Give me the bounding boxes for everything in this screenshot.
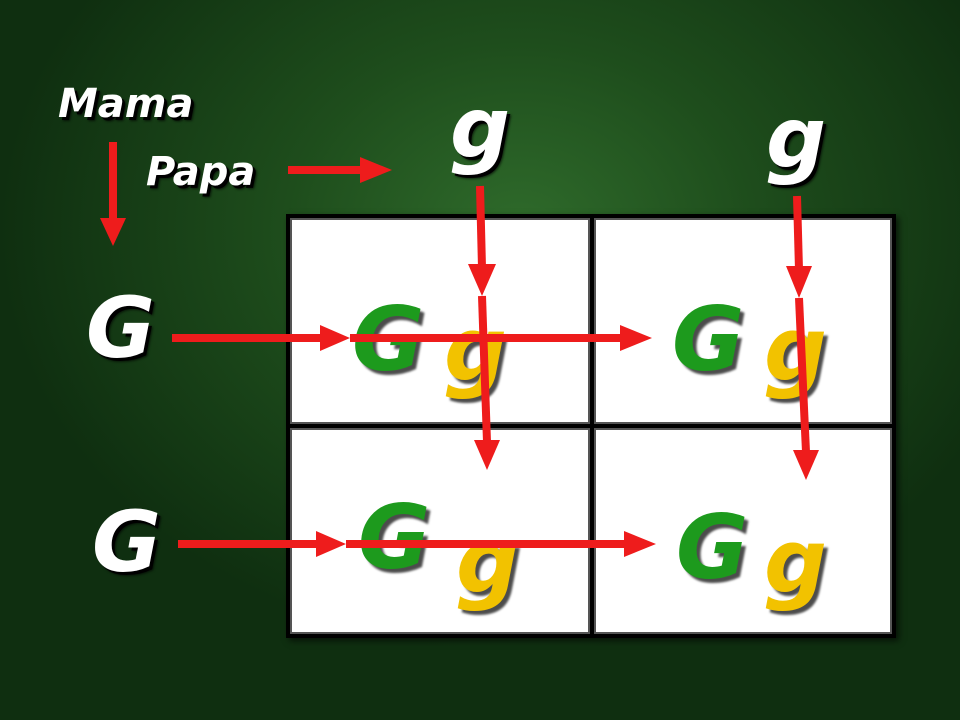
father-allele-1: g xyxy=(450,79,511,177)
father-allele-2: g xyxy=(766,89,827,187)
punnett-cell-top-right xyxy=(594,218,892,424)
father-right-arrow xyxy=(288,157,392,183)
genotype-recessive-bottom-left: g xyxy=(456,510,519,613)
punnett-cell-top-left xyxy=(290,218,590,424)
genotype-recessive-top-right: g xyxy=(764,298,827,401)
father-label: Papa xyxy=(146,149,256,195)
mother-allele-2: G xyxy=(92,493,161,591)
mother-allele-1: G xyxy=(86,279,155,377)
genotype-dominant-bottom-left: G xyxy=(358,486,431,589)
genotype-dominant-bottom-right: G xyxy=(676,496,749,599)
genotype-dominant-top-right: G xyxy=(672,288,745,391)
mother-label: Mama xyxy=(58,81,194,127)
genotype-recessive-top-left: g xyxy=(444,298,507,401)
genotype-dominant-top-left: G xyxy=(352,288,425,391)
mother-down-arrow xyxy=(100,142,126,246)
genotype-recessive-bottom-right: g xyxy=(764,510,827,613)
punnett-cell-bottom-left xyxy=(290,428,590,634)
